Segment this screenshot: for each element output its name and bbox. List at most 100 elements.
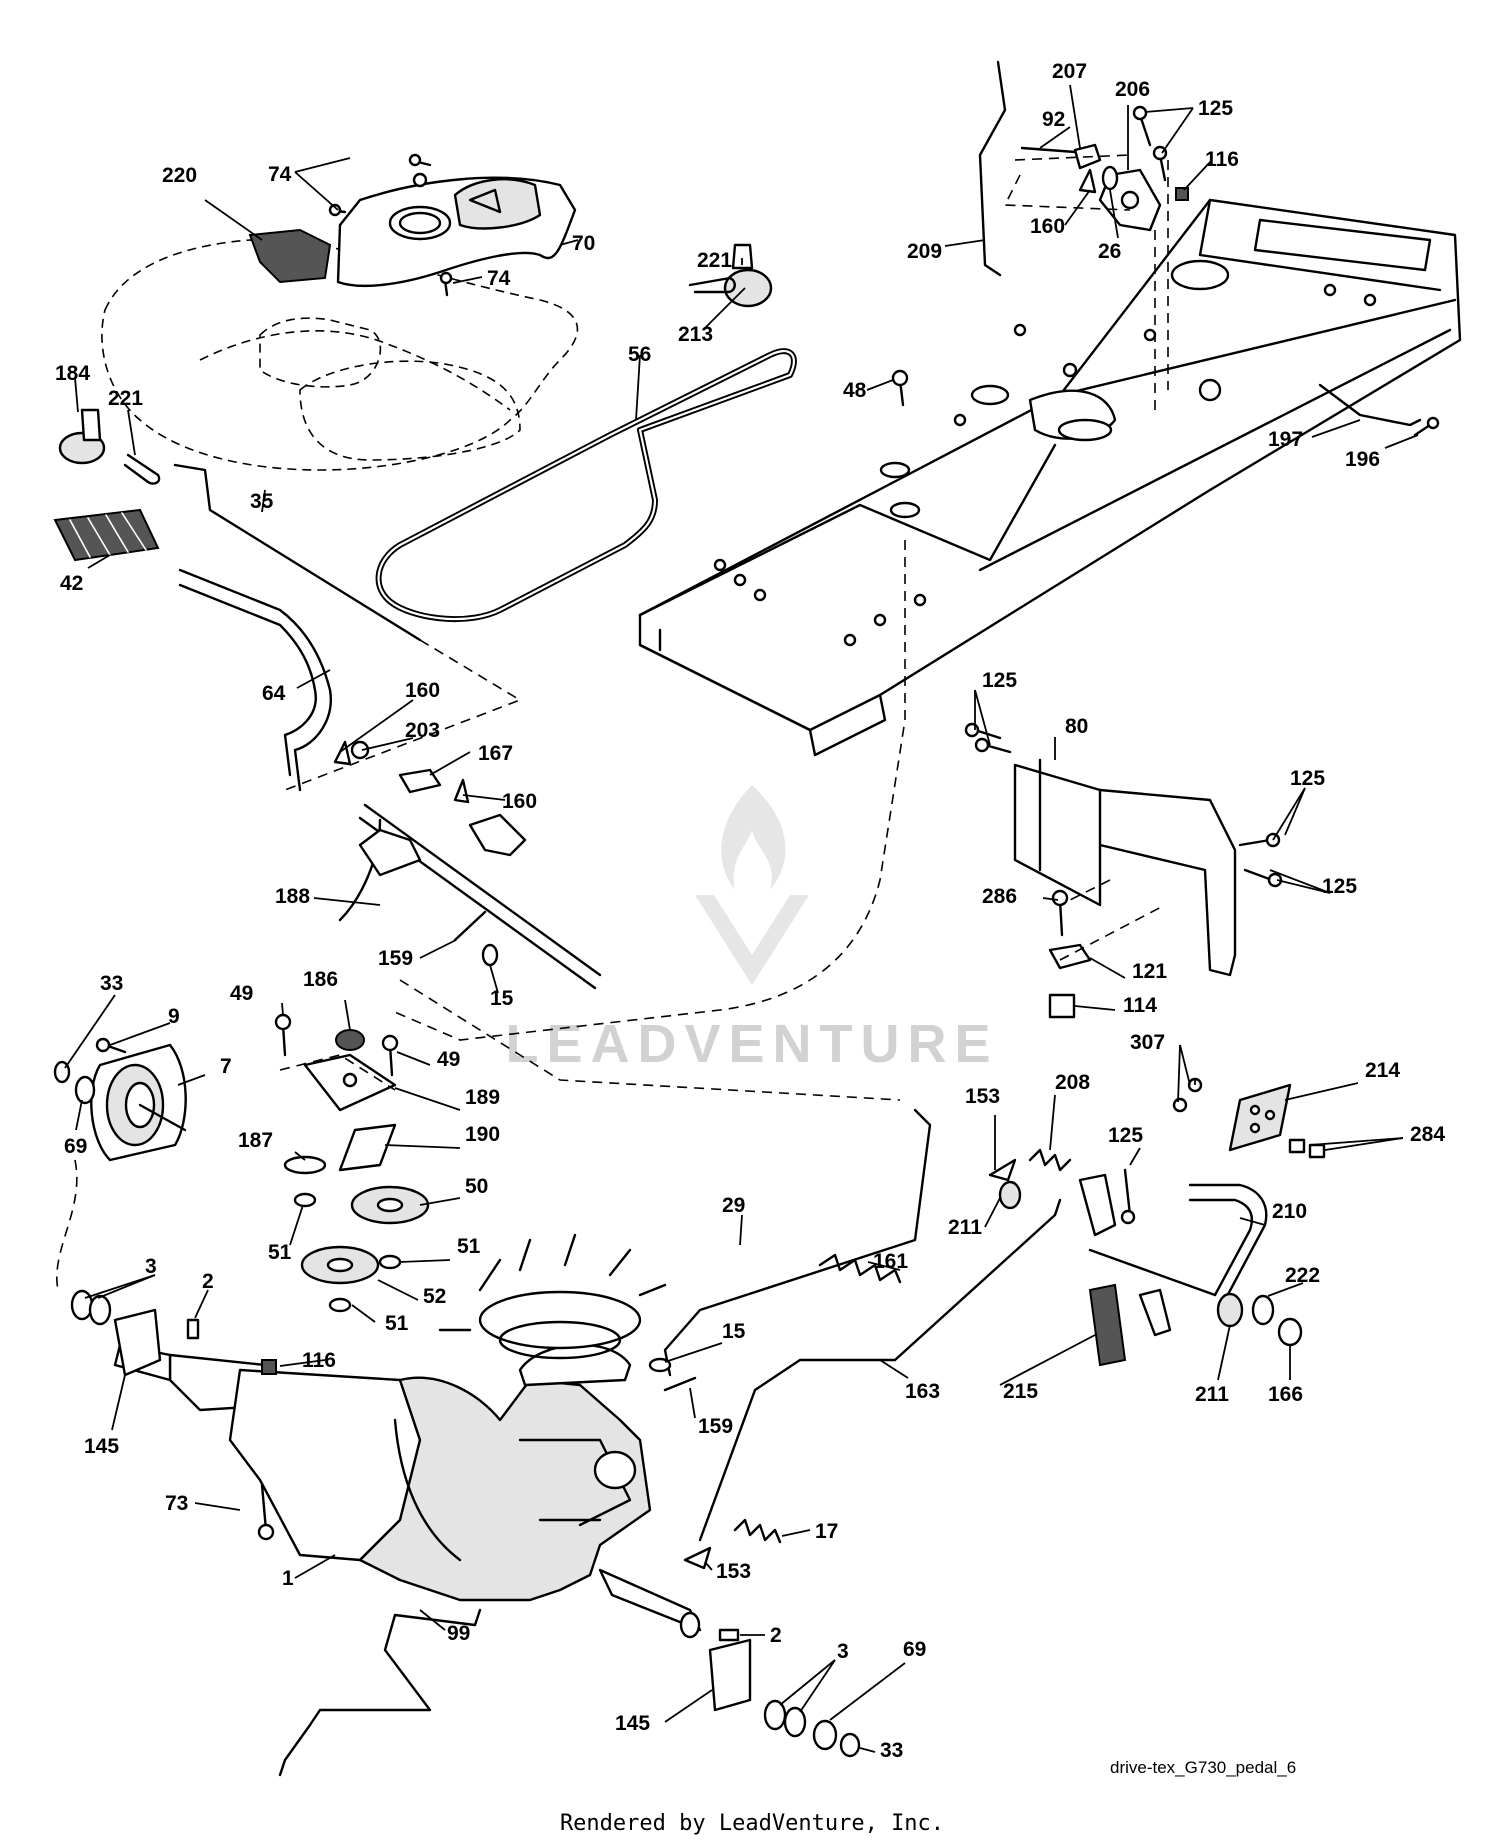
callout-153: 153 — [965, 1085, 1000, 1108]
callout-64: 64 — [262, 682, 286, 705]
bolt-73 — [257, 1483, 275, 1541]
console-70 — [336, 172, 577, 288]
pin-160a — [1078, 168, 1097, 194]
callout-49: 49 — [437, 1048, 460, 1071]
callout-153: 153 — [716, 1560, 751, 1583]
diagram-caption: drive-tex_G730_pedal_6 — [1110, 1758, 1296, 1777]
callout-125: 125 — [1108, 1124, 1143, 1147]
hairpin-221b — [123, 453, 161, 485]
callout-7: 7 — [220, 1055, 232, 1078]
callout-3: 3 — [837, 1640, 849, 1663]
callouts: 220 74 70 74 221 213 56 207 206 92 125 1… — [55, 60, 1445, 1762]
callout-52: 52 — [423, 1285, 446, 1308]
bolt-74 — [328, 153, 453, 297]
bolt-9 — [95, 1037, 127, 1054]
lever-64 — [178, 568, 332, 792]
callout-214: 214 — [1365, 1059, 1400, 1082]
callout-1: 1 — [282, 1567, 294, 1590]
grip-42 — [53, 508, 160, 562]
callout-221: 221 — [697, 249, 732, 272]
watermark-flame-icon — [721, 785, 786, 890]
bolt-48 — [891, 369, 909, 407]
callout-190: 190 — [465, 1123, 500, 1146]
pulley-52 — [300, 1245, 380, 1285]
bolt-159b — [663, 1376, 697, 1392]
callout-206: 206 — [1115, 78, 1150, 101]
pin-160c — [453, 778, 470, 804]
bracket-121 — [1048, 943, 1092, 970]
spring-208 — [1028, 1148, 1072, 1172]
frame — [638, 198, 1462, 757]
callout-196: 196 — [1345, 448, 1380, 471]
ring-33a — [53, 1060, 71, 1084]
callout-145: 145 — [615, 1712, 650, 1735]
rod-99 — [278, 1608, 482, 1777]
key-2b — [718, 1628, 740, 1642]
callout-222: 222 — [1285, 1264, 1320, 1287]
callout-99: 99 — [447, 1622, 470, 1645]
bolt-125b — [964, 722, 1012, 754]
callout-2: 2 — [770, 1624, 782, 1647]
washer-3b — [763, 1699, 807, 1738]
bolt-286 — [1051, 889, 1069, 937]
ring-166 — [1277, 1317, 1303, 1347]
callout-33: 33 — [100, 972, 123, 995]
bracket-145a — [113, 1308, 162, 1377]
callout-56: 56 — [628, 343, 651, 366]
belt-56 — [375, 348, 797, 622]
callout-3: 3 — [145, 1255, 157, 1278]
hub-7 — [90, 1043, 187, 1162]
nut-116a — [1175, 187, 1189, 201]
callout-189: 189 — [465, 1086, 500, 1109]
callout-208: 208 — [1055, 1071, 1090, 1094]
bushing-211b — [1216, 1292, 1244, 1328]
ring-33b — [839, 1732, 861, 1758]
assembly-lines — [56, 154, 1169, 1291]
nut-116b — [261, 1359, 277, 1375]
callout-166: 166 — [1268, 1383, 1303, 1406]
rod-163 — [698, 1198, 1062, 1542]
rod-29 — [663, 1108, 932, 1377]
callout-15: 15 — [722, 1320, 746, 1343]
washer-26 — [1101, 165, 1119, 191]
bracket-190 — [338, 1123, 397, 1172]
callout-17: 17 — [815, 1520, 838, 1543]
callout-74: 74 — [487, 267, 511, 290]
callout-184: 184 — [55, 362, 90, 385]
callout-125: 125 — [982, 669, 1017, 692]
bracket-197 — [1318, 383, 1422, 427]
callout-125: 125 — [1198, 97, 1233, 120]
callout-203: 203 — [405, 719, 440, 742]
callout-42: 42 — [60, 572, 83, 595]
callout-69: 69 — [903, 1638, 926, 1661]
nut-284 — [1288, 1138, 1326, 1159]
washer-15a — [481, 943, 499, 967]
pad-215 — [1088, 1283, 1127, 1367]
callout-286: 286 — [982, 885, 1017, 908]
lift-rod-209 — [978, 60, 1007, 277]
callout-210: 210 — [1272, 1200, 1307, 1223]
callout-29: 29 — [722, 1194, 745, 1217]
bracket-189 — [303, 1053, 397, 1112]
callout-125: 125 — [1322, 875, 1357, 898]
callout-163: 163 — [905, 1380, 940, 1403]
callout-187: 187 — [238, 1129, 273, 1152]
callout-160: 160 — [502, 790, 537, 813]
footer-credit: Rendered by LeadVenture, Inc. — [560, 1811, 944, 1836]
callout-125: 125 — [1290, 767, 1325, 790]
clip-203 — [350, 740, 370, 760]
callout-186: 186 — [303, 968, 338, 991]
callout-145: 145 — [84, 1435, 119, 1458]
callout-49: 49 — [230, 982, 253, 1005]
bolt-49b — [381, 1034, 399, 1077]
pin-153a — [988, 1158, 1017, 1182]
callout-215: 215 — [1003, 1380, 1038, 1403]
callout-160: 160 — [1030, 215, 1065, 238]
watermark-text: LEADVENTURE — [505, 1014, 998, 1074]
callout-213: 213 — [678, 323, 713, 346]
callout-160: 160 — [405, 679, 440, 702]
callout-2: 2 — [202, 1270, 214, 1293]
callout-221: 221 — [108, 387, 143, 410]
callout-220: 220 — [162, 164, 197, 187]
